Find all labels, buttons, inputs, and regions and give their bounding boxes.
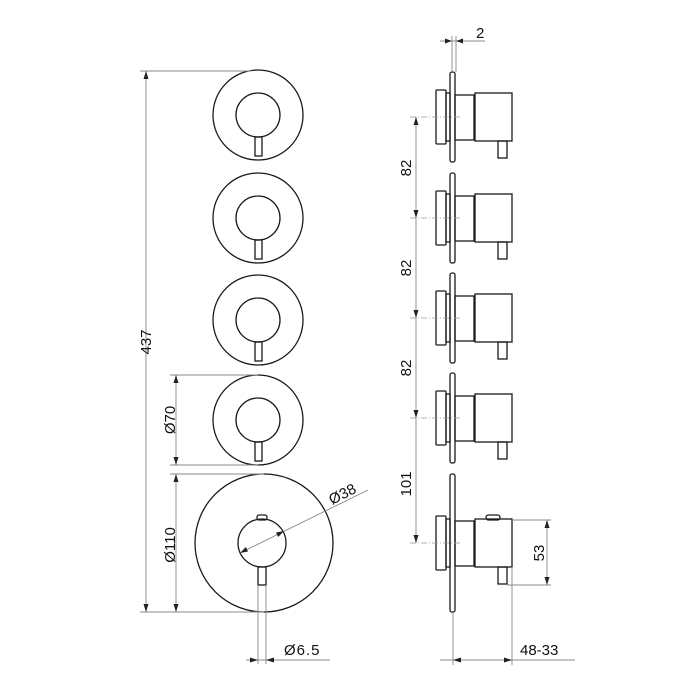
dimension-large-plate: Ø110 bbox=[162, 473, 264, 612]
body-height-label: 53 bbox=[531, 545, 548, 562]
side-thermostatic-valve bbox=[410, 473, 513, 613]
dimension-small-plate: Ø70 bbox=[162, 374, 258, 466]
spacing-label-1: 82 bbox=[398, 160, 415, 177]
side-valve-3 bbox=[410, 272, 513, 364]
projection-label: 48-33 bbox=[520, 642, 558, 659]
spacing-label-2: 82 bbox=[398, 260, 415, 277]
side-valve-2 bbox=[410, 172, 513, 264]
side-valve-1 bbox=[410, 71, 513, 163]
dimension-lever: Ø6.5 bbox=[246, 585, 330, 664]
lever-diameter-label: Ø6.5 bbox=[284, 642, 321, 659]
small-valve-1 bbox=[212, 69, 304, 161]
large-plate-diameter-label: Ø110 bbox=[162, 527, 179, 563]
thermostatic-valve bbox=[194, 473, 334, 613]
spacing-label-3: 82 bbox=[398, 360, 415, 377]
small-plate-diameter-label: Ø70 bbox=[162, 406, 179, 434]
small-valve-2 bbox=[212, 172, 304, 264]
spacing-label-4: 101 bbox=[398, 471, 415, 496]
front-view: 437 Ø70 Ø110 Ø38 Ø6.5 bbox=[138, 69, 369, 664]
small-valve-3 bbox=[212, 274, 304, 366]
side-view bbox=[410, 71, 513, 613]
small-valve-4 bbox=[212, 374, 304, 466]
plate-thickness-label: 2 bbox=[476, 25, 484, 42]
side-dimensions: 2 82 82 82 101 53 48-33 bbox=[398, 25, 575, 665]
side-valve-4 bbox=[410, 372, 513, 464]
knob-diameter-label: Ø38 bbox=[326, 481, 359, 509]
overall-height-label: 437 bbox=[138, 329, 155, 354]
dimension-overall-height: 437 bbox=[138, 70, 264, 613]
dimension-knob: Ø38 bbox=[239, 481, 369, 554]
